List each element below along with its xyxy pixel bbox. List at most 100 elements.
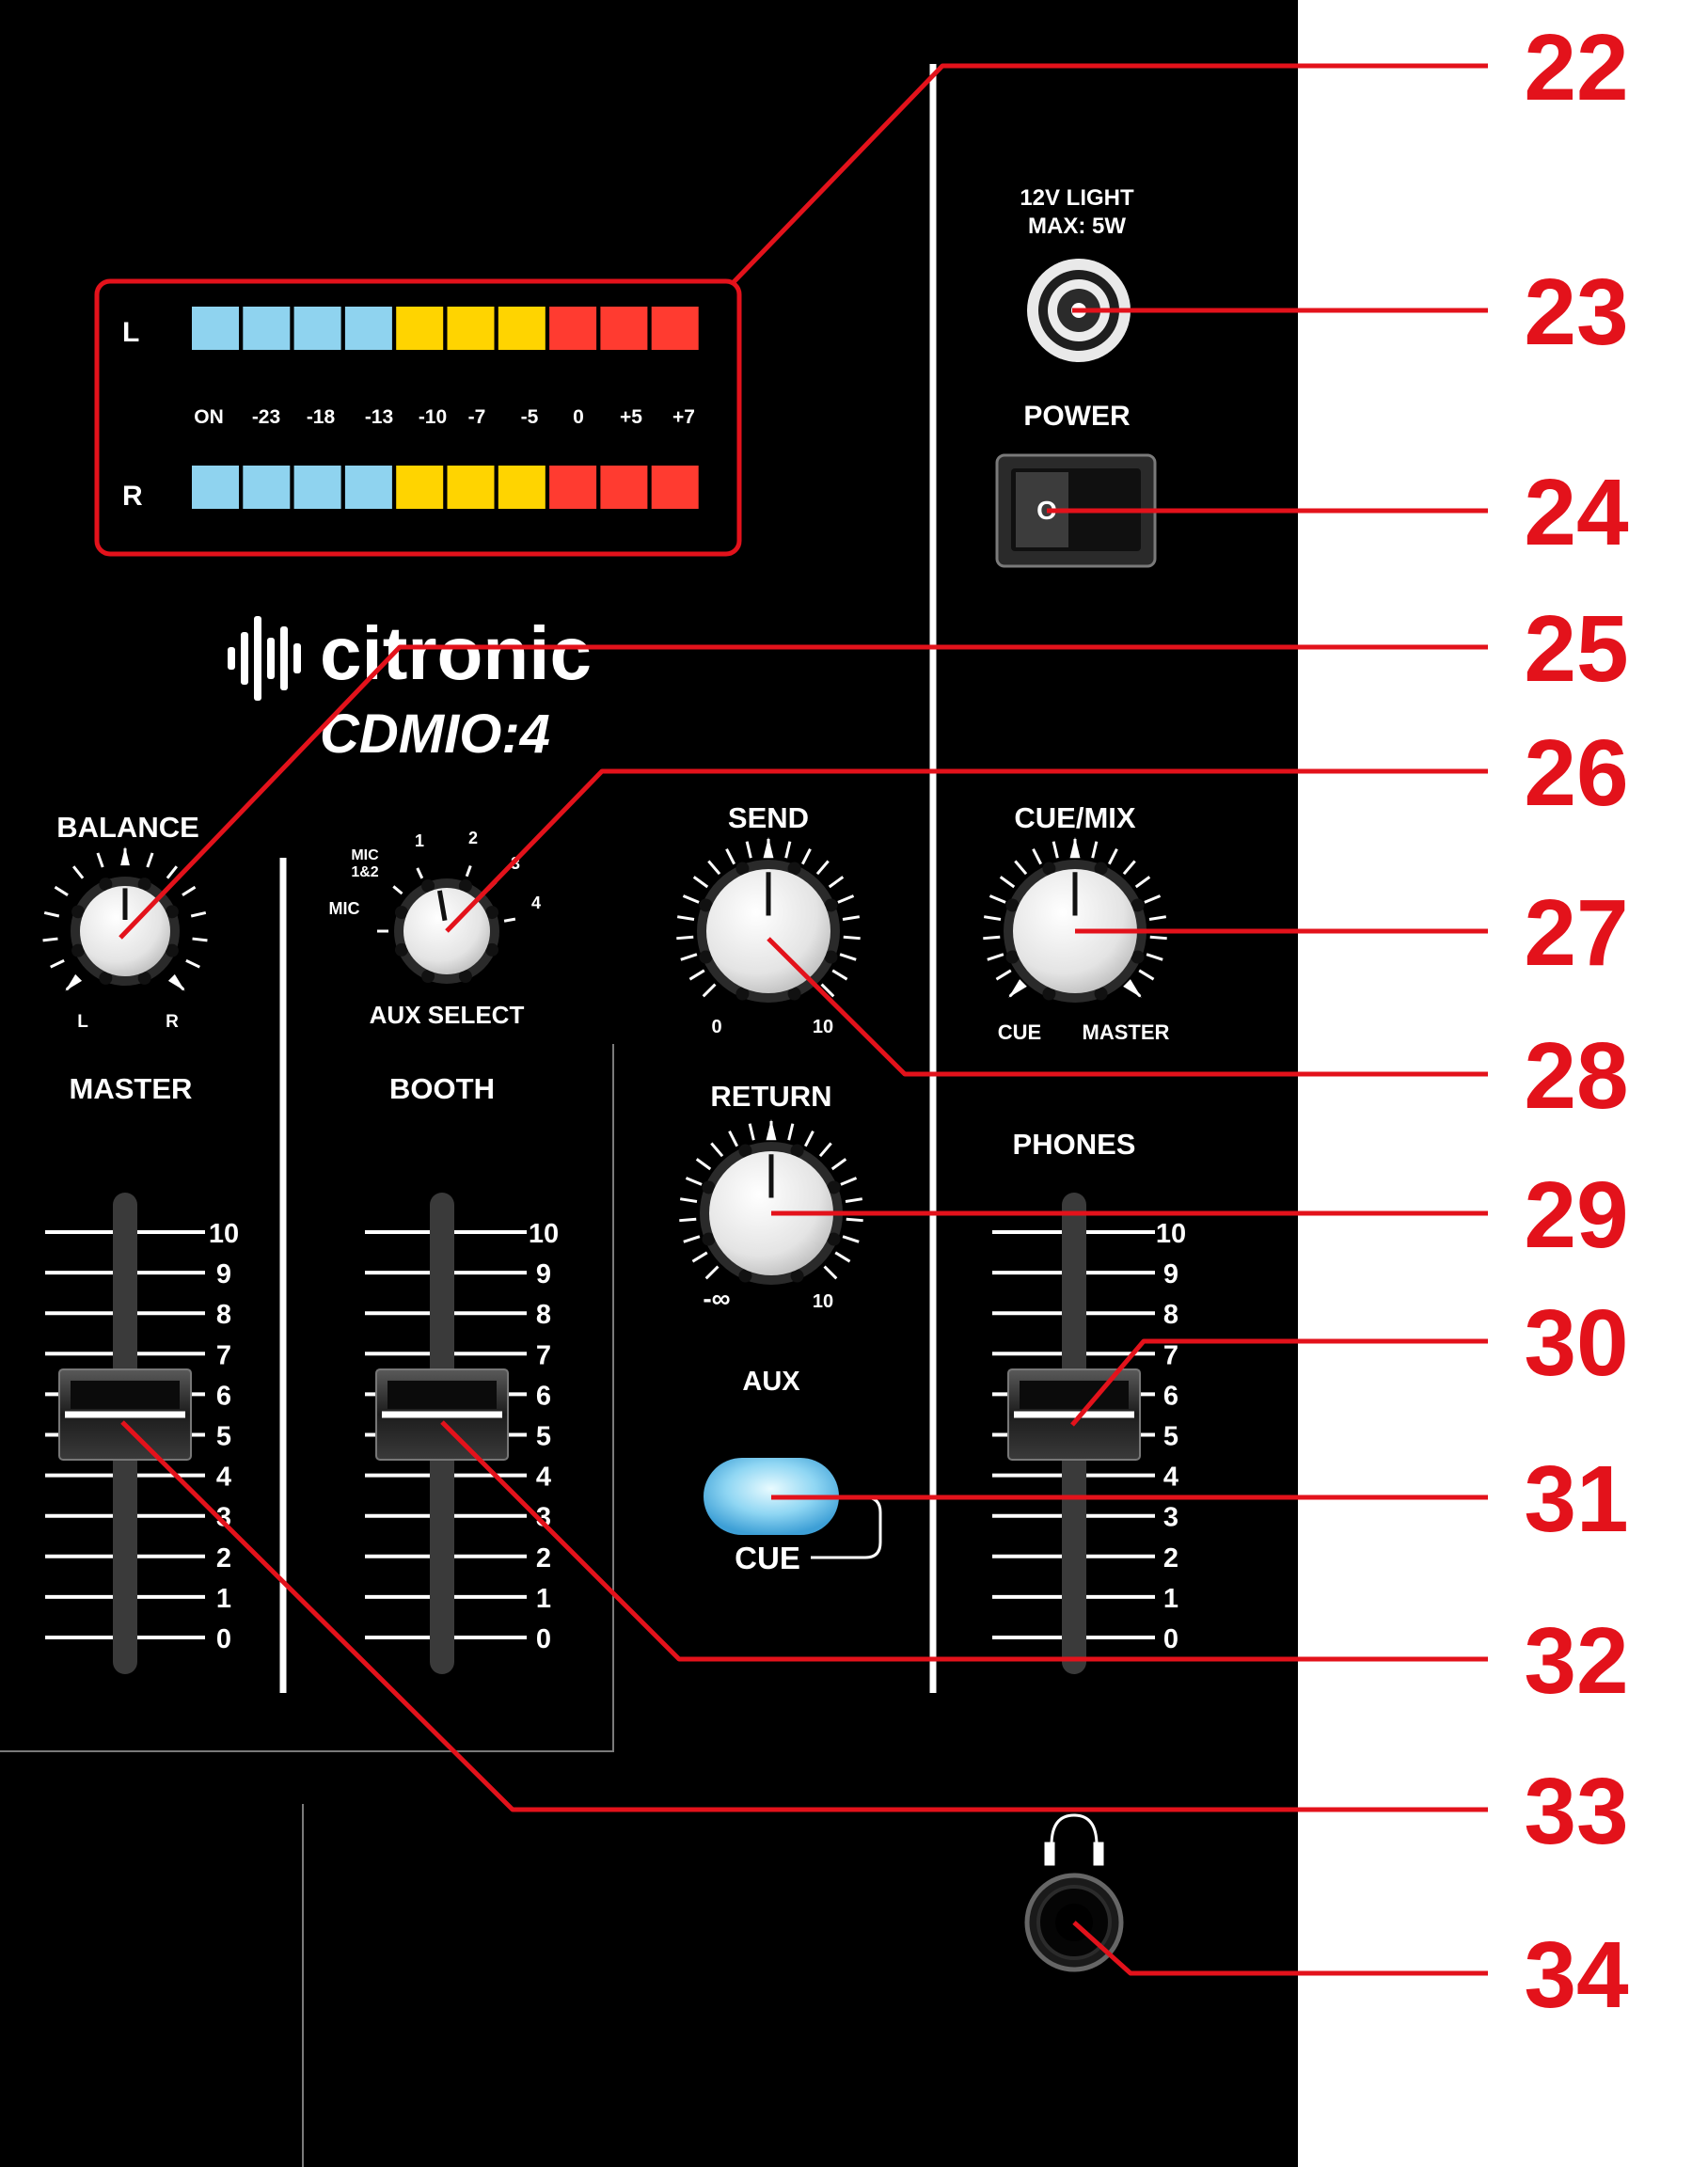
leader-lines	[119, 63, 1488, 1976]
cue-mix-knob-tick	[995, 969, 1012, 981]
booth-fader-scale-label: 6	[536, 1381, 551, 1411]
return-knob-grip	[702, 1180, 716, 1194]
send-knob-tick	[831, 969, 848, 981]
return-knob-tick	[803, 1131, 814, 1147]
return-knob-tick	[845, 1197, 863, 1203]
balance-knob-tick	[71, 865, 85, 879]
cue-mix-knob-marker	[1069, 837, 1081, 859]
aux-select-knob-grip	[394, 906, 408, 920]
callout-27: 27	[1524, 880, 1628, 986]
meter-scale-label: -5	[521, 406, 539, 428]
meter-left-segment-9	[651, 307, 699, 350]
aux-position-mic12-bottom: 1&2	[351, 864, 378, 880]
meter-scale-label: -10	[419, 406, 447, 428]
aux-select-tick	[392, 885, 403, 895]
meter-right-segment-4	[396, 466, 444, 509]
return-knob-grip	[702, 1232, 716, 1246]
phones-fader-scale-label: 0	[1163, 1624, 1178, 1654]
return-min-label: -∞	[703, 1284, 730, 1313]
aux-select-label: AUX SELECT	[370, 1001, 525, 1029]
send-knob-tick	[702, 983, 717, 998]
send-knob-cap	[706, 869, 830, 993]
return-knob-marker	[766, 1119, 777, 1141]
light-label-line2: MAX: 5W	[1028, 214, 1126, 239]
send-knob[interactable]	[676, 837, 861, 1003]
balance-knob-tick	[192, 937, 208, 942]
meter-right-segments	[192, 466, 699, 509]
cue-button-label: CUE	[735, 1541, 800, 1575]
model-name: CDMIO:4	[320, 704, 550, 765]
callout-34: 34	[1524, 1922, 1629, 2028]
meter-left-segment-4	[396, 307, 444, 350]
balance-knob-tick	[190, 910, 207, 918]
send-knob-grip	[787, 987, 801, 1001]
section-outline	[0, 1044, 614, 1752]
cue-mix-knob-tick	[1091, 841, 1099, 859]
return-knob-tick	[679, 1197, 698, 1203]
balance-knob-tick	[146, 852, 154, 868]
leader-30	[1070, 1338, 1488, 1427]
callout-23: 23	[1524, 260, 1628, 365]
balance-knob-tick	[185, 958, 200, 969]
level-meter-frame	[94, 278, 742, 557]
balance-knob-grip	[99, 878, 113, 892]
cue-mix-right-label: MASTER	[1083, 1020, 1170, 1044]
cue-mix-knob-marker	[1123, 979, 1142, 998]
balance-knob-tick	[54, 885, 69, 896]
balance-knob-grip	[137, 878, 151, 892]
phones-fader-scale-label: 8	[1163, 1300, 1178, 1330]
return-knob-tick	[683, 1235, 701, 1243]
balance-knob-grip	[137, 971, 151, 985]
aux-label: AUX	[742, 1367, 800, 1397]
aux-select-knob-grip	[485, 942, 499, 957]
meter-left-segment-8	[600, 307, 648, 350]
balance-knob-grip	[165, 905, 179, 919]
aux-position-mic12-top: MIC	[351, 847, 379, 863]
booth-fader-scale-label: 1	[536, 1584, 551, 1614]
cue-mix-knob-marker	[1008, 979, 1027, 998]
master-fader-cap[interactable]	[58, 1368, 192, 1461]
send-knob-tick	[682, 894, 700, 904]
leader-32	[440, 1420, 1488, 1662]
meter-scale-label: -13	[365, 406, 393, 428]
leader-26	[445, 768, 1488, 933]
meter-right-segment-3	[344, 466, 392, 509]
callout-26: 26	[1524, 720, 1628, 826]
callout-33: 33	[1524, 1759, 1628, 1864]
balance-knob-tick	[42, 937, 58, 942]
phones-fader-scale-label: 7	[1163, 1340, 1178, 1370]
return-knob-grip	[827, 1232, 841, 1246]
master-fader-scale-label: 6	[216, 1381, 231, 1411]
booth-fader-scale-label: 0	[536, 1624, 551, 1654]
phones-fader-cap[interactable]	[1007, 1368, 1141, 1461]
meter-left-segment-7	[549, 307, 597, 350]
balance-knob-marker	[167, 973, 185, 991]
booth-fader-cap[interactable]	[375, 1368, 509, 1461]
cue-mix-knob-tick	[1146, 953, 1163, 961]
send-knob-tick	[676, 915, 695, 921]
balance-knob-tick	[96, 852, 104, 868]
return-knob-tick	[748, 1123, 755, 1141]
aux-position-4: 4	[531, 894, 541, 912]
master-fader-scale-label: 10	[209, 1219, 239, 1249]
cue-mix-knob-tick	[1134, 876, 1151, 889]
cue-mix-knob-tick	[987, 953, 1004, 961]
cue-mix-knob-tick	[983, 915, 1002, 921]
send-knob-tick	[676, 935, 694, 941]
balance-knob-grip	[99, 971, 113, 985]
cue-mix-knob-tick	[1107, 848, 1118, 865]
balance-knob-tick	[166, 865, 179, 879]
callout-28: 28	[1524, 1023, 1628, 1129]
send-knob-marker	[763, 837, 774, 859]
light-label-line1: 12V LIGHT	[1020, 185, 1134, 211]
send-knob-tick	[828, 876, 845, 889]
send-max-label: 10	[813, 1017, 833, 1037]
aux-position-1: 1	[415, 831, 424, 850]
return-knob-tick	[818, 1142, 832, 1158]
phones-fader-scale-label: 4	[1163, 1463, 1178, 1493]
send-knob-tick	[820, 983, 835, 998]
